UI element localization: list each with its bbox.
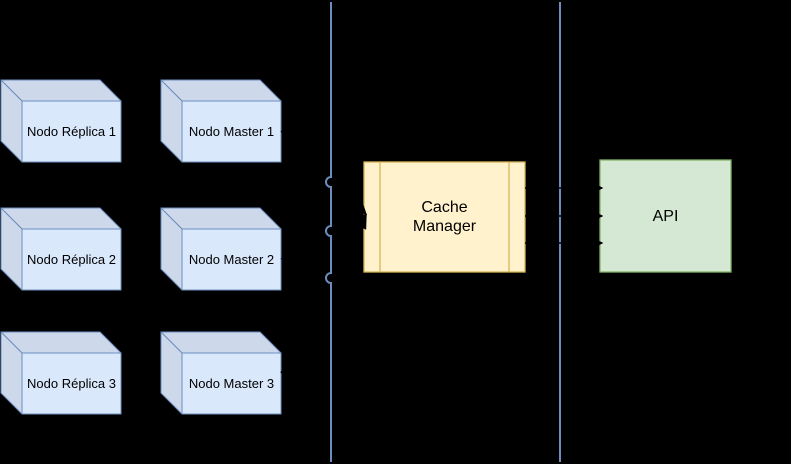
cube-front-face <box>181 352 282 415</box>
cube-front-face <box>181 228 282 291</box>
edge-master3-cache <box>280 214 367 374</box>
cube-nodo-replica-1 <box>0 79 122 163</box>
label-nodo-replica-2: Nodo Réplica 2 <box>27 251 116 267</box>
cube-nodo-replica-2 <box>0 207 122 291</box>
edges-cache-to-api <box>525 181 604 250</box>
cube-front-face <box>181 100 282 163</box>
cache-manager-text: Cache Manager <box>412 199 477 235</box>
cube-nodo-master-3 <box>160 331 282 415</box>
label-nodo-master-2: Nodo Master 2 <box>188 251 275 267</box>
label-nodo-replica-1: Nodo Réplica 1 <box>27 123 116 139</box>
cache-manager-rect <box>363 161 526 273</box>
edges-master-to-cache <box>280 130 368 374</box>
label-nodo-master-3: Nodo Master 3 <box>188 375 275 391</box>
edge-master1-cache <box>280 130 367 215</box>
label-api: API <box>652 207 679 225</box>
cube-nodo-master-2 <box>160 207 282 291</box>
label-nodo-master-1: Nodo Master 1 <box>188 123 275 139</box>
cube-nodo-replica-3 <box>0 331 122 415</box>
cube-front-face <box>21 228 122 291</box>
cube-front-face <box>21 100 122 163</box>
cube-nodo-master-1 <box>160 79 282 163</box>
divider-line-left <box>325 2 332 462</box>
cache-manager-box <box>363 161 526 273</box>
edge-master2-cache <box>280 214 368 260</box>
api-box <box>599 159 732 273</box>
cube-front-face <box>21 352 122 415</box>
label-nodo-replica-3: Nodo Réplica 3 <box>27 375 116 391</box>
label-cache-manager: Cache Manager <box>364 162 525 272</box>
